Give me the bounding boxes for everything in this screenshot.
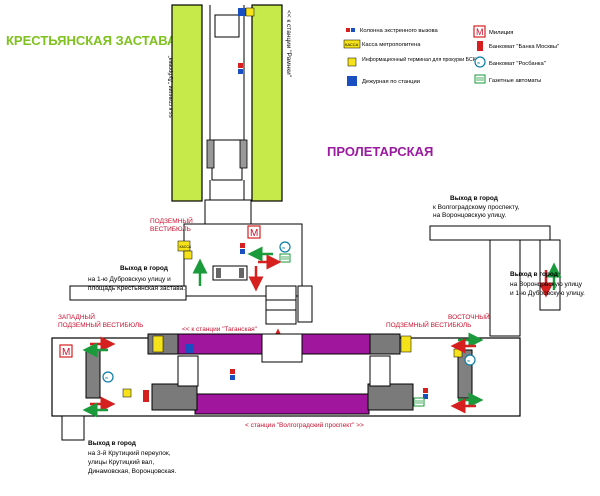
legend-label: Касса метрополитена <box>362 42 421 48</box>
emergency-call-icon <box>230 369 235 380</box>
station-name-proletarskaya: ПРОЛЕТАРСКАЯ <box>327 144 433 159</box>
police-icon: М <box>247 225 261 239</box>
emergency-call-icon <box>346 28 355 32</box>
atm-rosbank-icon: ≈ <box>279 241 291 253</box>
emergency-call-icon <box>240 243 245 254</box>
atm-bank-moscow-icon <box>477 41 483 51</box>
exit-bottom-left: Выход в город на 3-й Крутицкий переулок,… <box>88 440 176 475</box>
atm-rosbank-icon: ≈ <box>474 56 486 68</box>
kassa-label-center: КАССА <box>180 245 192 249</box>
atm-rosbank-icon: ≈ <box>102 371 114 383</box>
lower-passage <box>51 225 561 441</box>
label-west-vestibule-2: ПОДЗЕМНЫЙ ВЕСТИБЮЛЬ <box>58 320 143 329</box>
svg-text:≈: ≈ <box>467 359 471 365</box>
svg-text:и 1-ю Дубровскую улицу.: и 1-ю Дубровскую улицу. <box>510 289 585 297</box>
newspaper-machine-icon <box>474 74 486 84</box>
svg-text:М: М <box>476 27 484 37</box>
svg-text:на Воронцовскую улицу: на Воронцовскую улицу <box>510 281 583 288</box>
svg-text:М: М <box>250 228 258 239</box>
legend-label: Газетные автоматы <box>489 78 541 84</box>
legend-label: Информационный терминал для прокурки БСК <box>362 56 476 63</box>
info-terminal-icon <box>122 388 132 398</box>
svg-text:улицы Крутицкий вал,: улицы Крутицкий вал, <box>88 458 154 466</box>
emergency-call-icon <box>423 388 428 399</box>
exit-right: Выход в город на Воронцовскую улицу и 1-… <box>510 271 585 297</box>
duty-officer-icon <box>347 76 357 86</box>
svg-text:к Волгоградскому проспекту,: к Волгоградскому проспекту, <box>433 204 520 211</box>
label-underground-vestibule-2: ВЕСТИБЮЛЬ <box>150 226 191 233</box>
legend-label: Колонна экстренного вызова <box>360 28 438 34</box>
svg-text:Выход в город: Выход в город <box>450 195 498 202</box>
info-terminal-icon <box>183 250 193 260</box>
duty-officer-icon <box>238 8 246 16</box>
central-vestibule <box>183 223 303 325</box>
ticket-office-icon: КАССА <box>343 39 361 49</box>
legend-label: Милиция <box>489 30 513 36</box>
svg-text:≈: ≈ <box>477 61 481 67</box>
svg-text:≈: ≈ <box>282 246 286 252</box>
label-east-vestibule-1: ВОСТОЧНЫЙ <box>448 312 490 321</box>
legend-label: Дежурная по станции <box>362 79 420 85</box>
label-to-volgogradsky: < станции "Волгоградский проспект" >> <box>245 421 364 429</box>
svg-text:площадь Крестьянская застава.: площадь Крестьянская застава. <box>88 285 185 292</box>
svg-text:≈: ≈ <box>105 376 109 382</box>
svg-text:Выход в город: Выход в город <box>88 440 136 447</box>
label-to-taganskaya: << к станции "Таганская" <box>182 326 258 333</box>
legend: Колонна экстренного вызова КАССА Касса м… <box>343 25 559 86</box>
atm-bank-moscow-icon <box>143 390 149 402</box>
ticket-office-icon <box>152 335 164 353</box>
exit-left-mid: Выход в город на 1-ю Дубровскую улицу и … <box>88 265 185 292</box>
newspaper-machine-icon <box>413 397 425 407</box>
svg-text:Динамовская, Воронцовская.: Динамовская, Воронцовская. <box>88 468 176 475</box>
info-terminal-icon <box>453 348 463 358</box>
svg-text:на 1-ю Дубровскую улицу и: на 1-ю Дубровскую улицу и <box>88 275 171 283</box>
green-platform <box>171 4 283 226</box>
ticket-office-icon <box>400 335 412 353</box>
legend-label: Банкомат "Банка Москвы" <box>489 44 559 50</box>
svg-text:Выход в город: Выход в город <box>510 271 558 278</box>
label-underground-vestibule-1: ПОДЗЕМНЫЙ <box>150 216 193 225</box>
duty-officer-icon <box>185 344 194 353</box>
atm-rosbank-icon: ≈ <box>464 354 476 366</box>
newspaper-machine-icon <box>279 253 291 263</box>
svg-text:Выход в город: Выход в город <box>120 265 168 272</box>
emergency-call-icon <box>238 63 243 74</box>
svg-text:на Воронцовскую улицу.: на Воронцовскую улицу. <box>433 212 506 219</box>
label-to-ramenki: << к станции "Рамнки" <box>285 10 292 78</box>
svg-text:КАССА: КАССА <box>345 42 359 47</box>
svg-text:М: М <box>62 347 70 358</box>
exit-top-right: Выход в город к Волгоградскому проспекту… <box>433 195 520 219</box>
svg-text:на 3-й Крутицкий переулок,: на 3-й Крутицкий переулок, <box>88 449 171 457</box>
info-terminal-icon <box>347 57 357 67</box>
station-name-krestyanskaya: КРЕСТЬЯНСКАЯ ЗАСТАВА <box>6 33 177 48</box>
label-west-vestibule-1: ЗАПАДНЫЙ <box>58 312 95 321</box>
legend-label: Банкомат "Росбанка" <box>489 61 546 67</box>
police-icon: М <box>473 25 486 38</box>
police-icon: М <box>59 344 73 358</box>
label-east-vestibule-2: ПОДЗЕМНЫЙ ВЕСТИБЮЛЬ <box>386 320 471 329</box>
label-to-dubrovka: << к станции "Дубровка" <box>168 56 174 118</box>
info-terminal-icon <box>245 7 255 17</box>
